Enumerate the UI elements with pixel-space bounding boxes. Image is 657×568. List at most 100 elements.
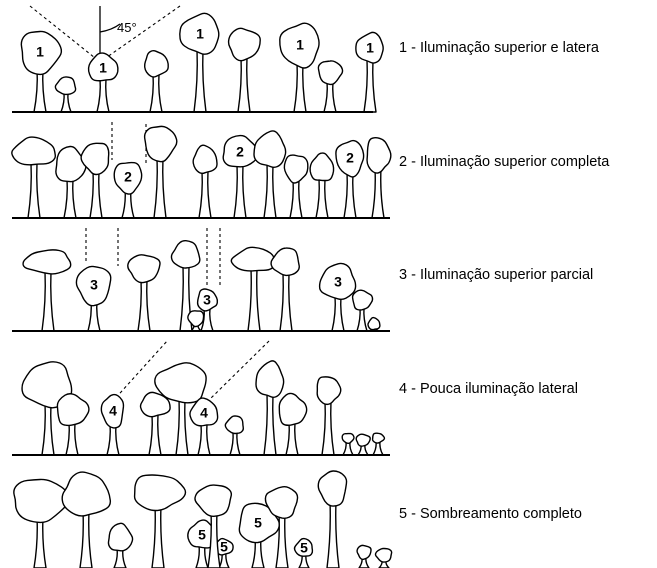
caption-row-5: 5 - Sombreamento completo	[399, 506, 582, 522]
tree-crown	[13, 478, 71, 524]
tree-trunk	[149, 73, 163, 113]
tree-trunk	[193, 48, 207, 113]
tree-trunk	[247, 268, 261, 332]
tree-trunk	[137, 277, 151, 332]
tree-trunk	[41, 270, 55, 332]
tree-crown	[87, 52, 119, 82]
tree-crown	[192, 144, 218, 175]
tree-crown	[293, 537, 314, 557]
tree-trunk	[148, 413, 162, 456]
tree-crown	[374, 547, 393, 563]
angle-arc	[99, 23, 121, 33]
tree-crown	[270, 247, 300, 277]
tree-crown	[143, 125, 178, 163]
tree-trunk	[289, 177, 303, 219]
tree-trunk	[41, 401, 55, 456]
tree-crown	[316, 376, 342, 406]
tree-crown	[127, 254, 161, 284]
tree-number-label: 1	[196, 26, 204, 42]
tree-crown	[264, 485, 299, 519]
tree-number-label: 1	[296, 37, 304, 53]
tree-trunk	[207, 511, 221, 568]
tree-number-label: 3	[90, 277, 98, 293]
tree-trunk	[293, 60, 307, 113]
tree-trunk	[153, 155, 167, 219]
tree-crown	[100, 393, 125, 429]
tree-crown	[54, 76, 77, 96]
tree-crown	[179, 12, 220, 55]
tree-trunk	[63, 177, 77, 219]
tree-trunk	[113, 547, 127, 568]
tree-crown	[113, 161, 143, 195]
tree-number-label: 2	[346, 150, 354, 166]
tree-crown	[371, 432, 386, 444]
tree-crown	[341, 432, 355, 445]
tree-trunk	[323, 80, 337, 113]
tree-crown	[317, 470, 348, 507]
tree-number-label: 5	[220, 539, 228, 555]
tree-trunk	[151, 504, 165, 568]
tree-trunk	[326, 500, 340, 568]
tree-crown	[335, 139, 365, 178]
tree-trunk	[263, 392, 277, 456]
tree-trunk	[321, 399, 335, 456]
tree-crown	[189, 397, 219, 427]
tree-trunk	[298, 554, 310, 568]
angle-label: 45°	[117, 20, 137, 35]
tree-number-label: 4	[200, 405, 208, 421]
tree-crown	[11, 136, 57, 166]
tree-trunk	[27, 161, 41, 219]
tree-trunk	[363, 58, 377, 113]
tree-number-label: 2	[236, 144, 244, 160]
light-ray-right	[99, 5, 181, 63]
tree-crown	[318, 262, 357, 301]
row-2-illustration: 2 2 2	[11, 122, 392, 219]
tree-trunk	[251, 537, 265, 568]
tree-trunk	[89, 169, 103, 219]
tree-number-label: 2	[124, 169, 132, 185]
tree-trunk	[371, 167, 385, 219]
tree-crown	[22, 249, 72, 275]
tree-trunk	[79, 510, 93, 568]
tree-crown	[187, 310, 205, 328]
tree-crown	[55, 145, 87, 183]
light-ray	[206, 339, 271, 403]
tree-trunk	[218, 552, 230, 568]
tree-trunk	[175, 397, 189, 456]
tree-number-label: 5	[198, 527, 206, 543]
tree-crown	[253, 130, 287, 168]
tree-trunk	[233, 163, 247, 219]
tree-crown	[317, 60, 344, 86]
tree-number-label: 5	[300, 540, 308, 556]
tree-number-label: 1	[99, 60, 107, 76]
tree-crown	[355, 433, 371, 447]
tree-crown	[143, 49, 169, 78]
tree-number-label: 1	[36, 44, 44, 60]
tree-crown	[356, 544, 372, 561]
tree-trunk	[356, 306, 368, 332]
tree-trunk	[285, 421, 299, 456]
tree-trunk	[237, 55, 251, 113]
tree-crown	[230, 246, 276, 272]
tree-crown	[80, 142, 110, 176]
tree-trunk	[60, 92, 72, 113]
tree-crown	[255, 360, 285, 398]
tree-crown	[238, 502, 281, 544]
tree-crown	[56, 393, 90, 427]
tree-number-label: 5	[254, 515, 262, 531]
caption-row-2: 2 - Iluminação superior completa	[399, 154, 610, 170]
tree-crown	[278, 392, 308, 426]
tree-number-label: 3	[203, 292, 211, 308]
tree-crown	[20, 30, 63, 76]
tree-trunk	[279, 271, 293, 332]
caption-row-3: 3 - Iluminação superior parcial	[399, 267, 594, 283]
tree-crown	[196, 288, 219, 312]
light-ray	[111, 339, 169, 403]
tree-crown	[279, 22, 320, 69]
tree-trunk	[315, 177, 329, 219]
tree-crown	[61, 471, 112, 517]
tree-crown	[194, 484, 233, 518]
